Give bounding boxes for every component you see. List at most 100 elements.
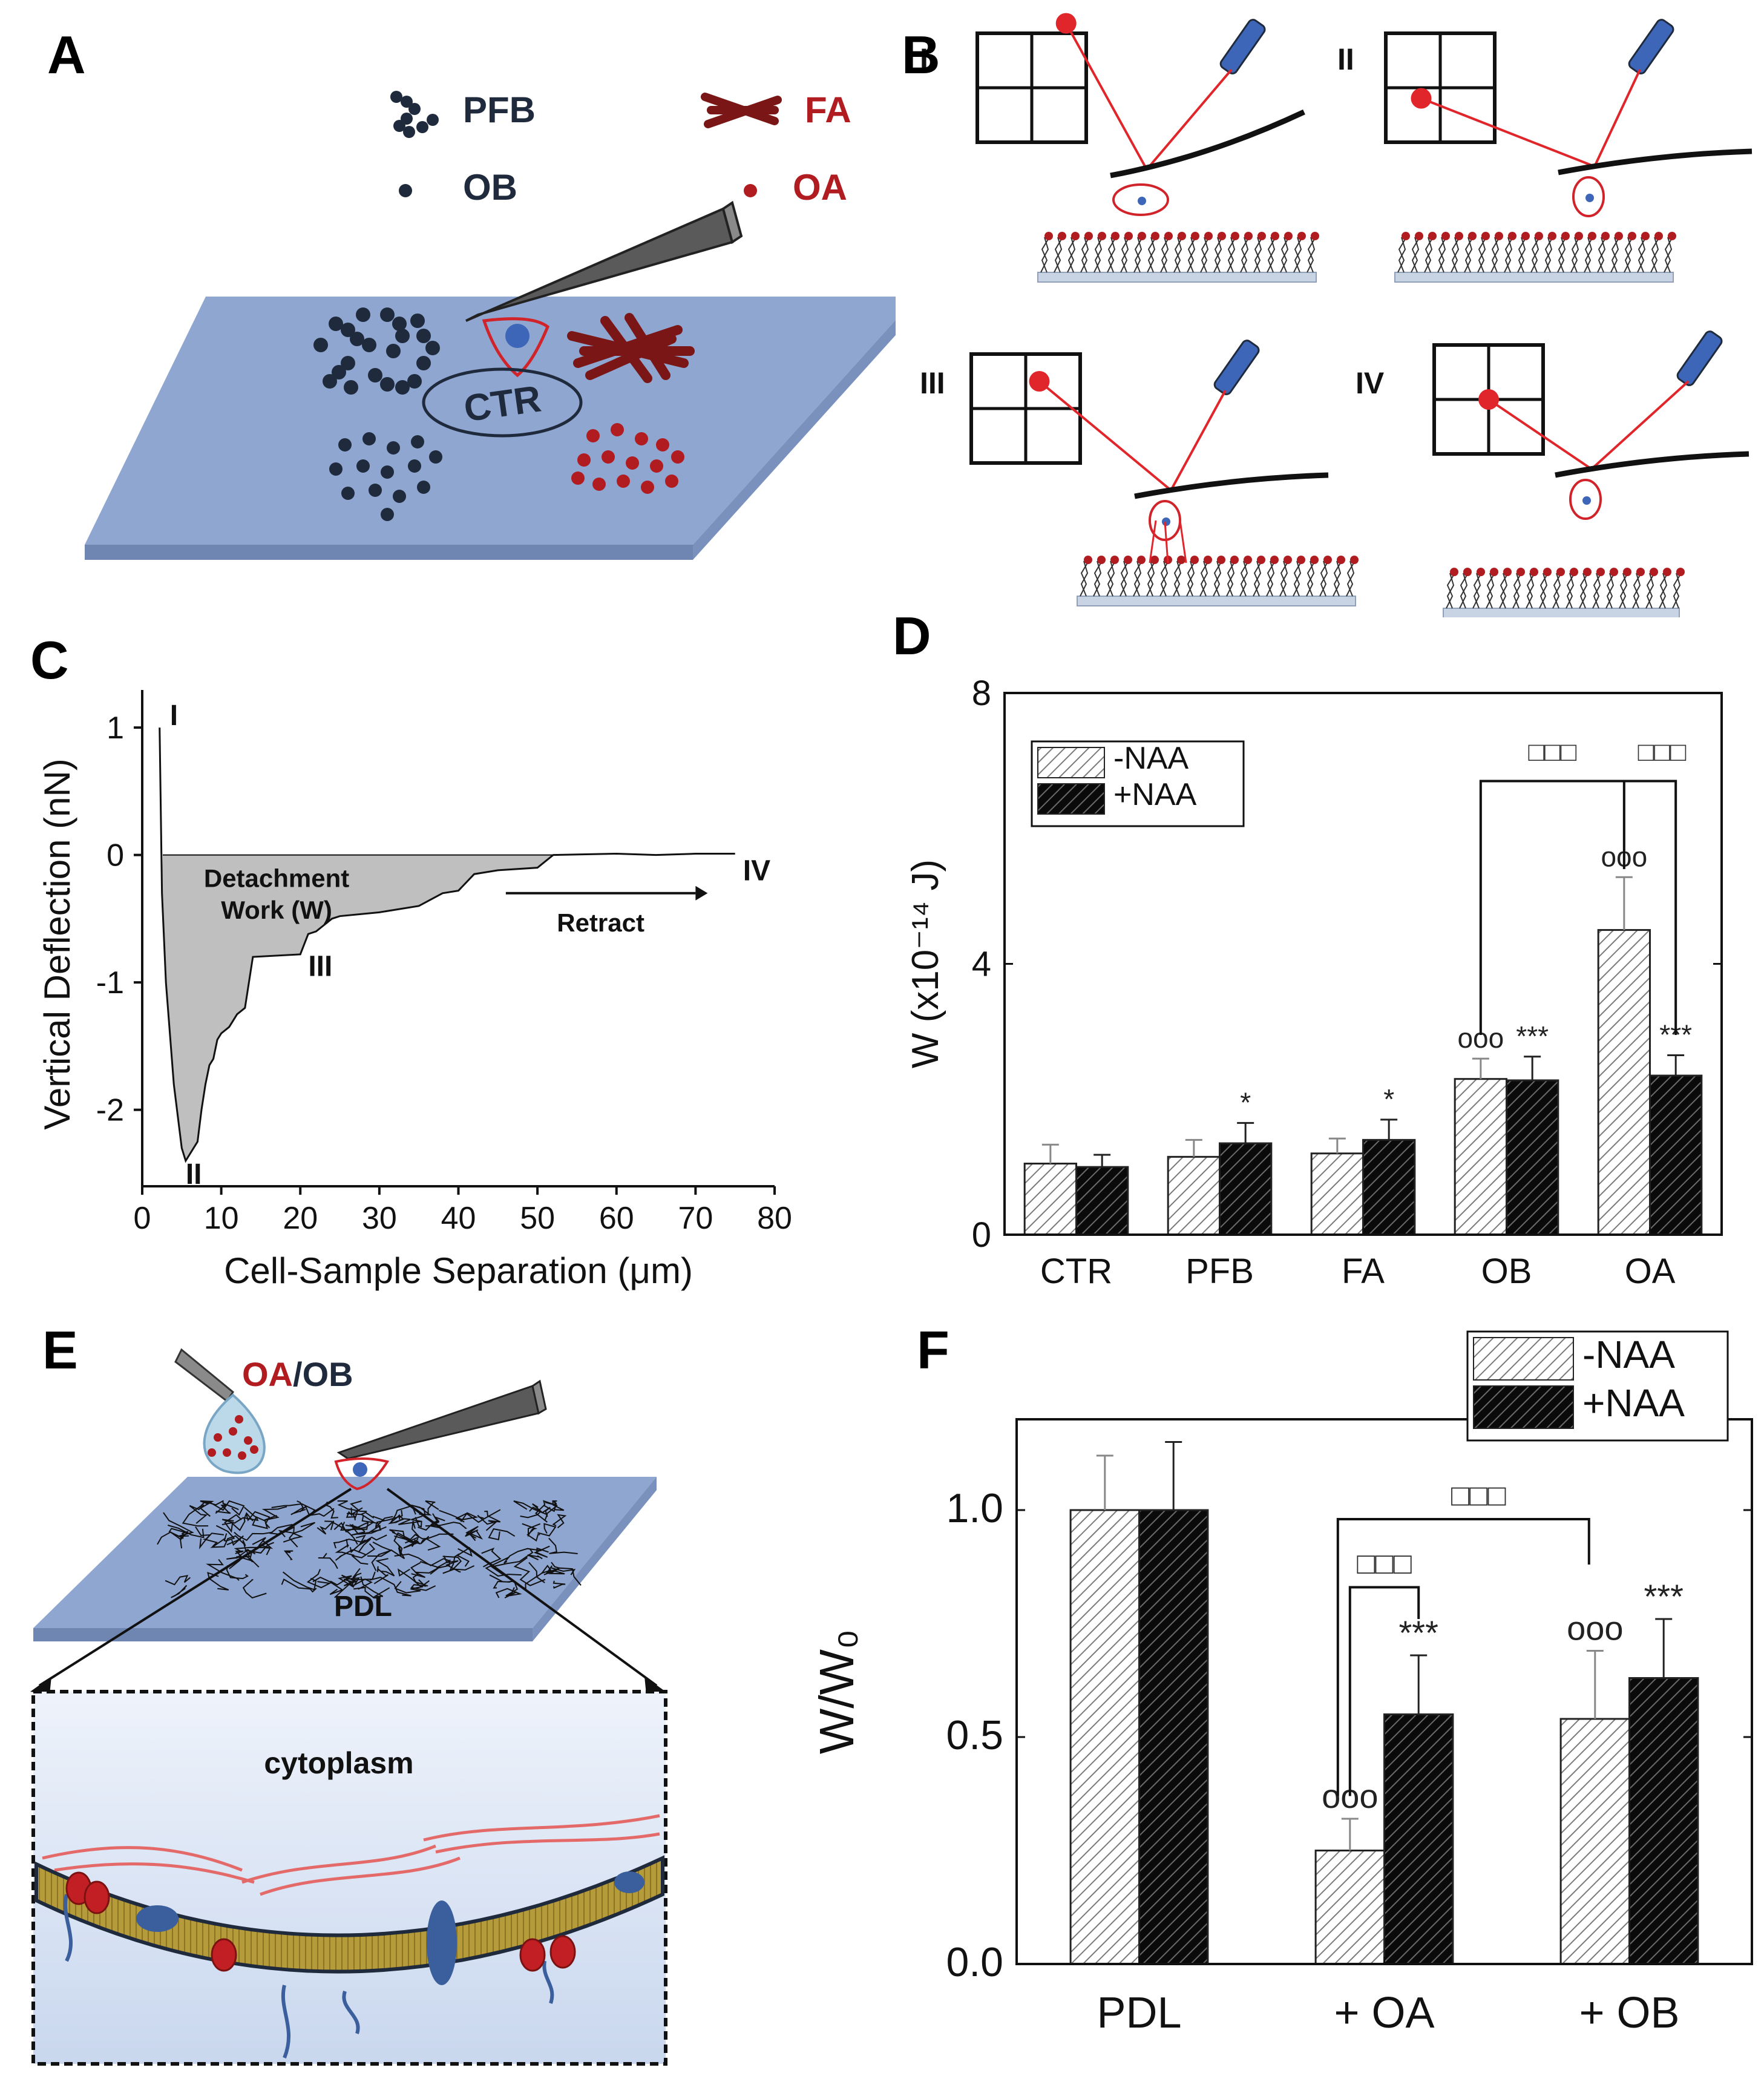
legend-entry: -NAA (1582, 1333, 1675, 1376)
x-axis-label: Cell-Sample Separation (μm) (224, 1250, 693, 1291)
substrate (1394, 272, 1674, 283)
bar-plus-naa (1383, 1713, 1454, 1965)
pdl-strand (488, 1528, 516, 1541)
legend-entry: +NAA (1113, 777, 1197, 812)
reflected-beam (1420, 97, 1595, 168)
surface-group (1402, 232, 1410, 240)
pdl-strand (189, 1504, 208, 1524)
surface-group (1468, 232, 1477, 240)
laser-spot (1411, 88, 1432, 109)
pdl-strand (425, 1500, 439, 1514)
legend-swatch (1473, 1385, 1574, 1429)
pdl-strand (375, 1558, 395, 1577)
pdl-strand (527, 1554, 543, 1561)
pdl-strand (431, 1513, 445, 1523)
category-label: PDL (1097, 1989, 1181, 2037)
pdl-strand (373, 1566, 389, 1585)
pdl-strand (537, 1523, 557, 1537)
surface-group (1084, 232, 1093, 240)
pdl-strand (410, 1579, 436, 1591)
pdl-strand (419, 1559, 451, 1569)
legend-ob: OB (463, 167, 517, 208)
surface-group (1311, 232, 1319, 240)
surface-group (1477, 568, 1485, 576)
legend-swatch (1037, 783, 1105, 815)
laser-icon (1219, 19, 1266, 74)
bar-minus-naa (1454, 1078, 1507, 1236)
y-tick-label: 0 (972, 1215, 991, 1255)
surface-group (1654, 232, 1663, 240)
pdl-strand (252, 1537, 274, 1549)
pdl-strand (281, 1578, 317, 1593)
y-axis-label: Vertical Deflection (nN) (37, 758, 77, 1130)
pdl-strand (477, 1514, 497, 1531)
pdl-strand (165, 1575, 191, 1586)
surface-group (1124, 556, 1132, 564)
surface-group (1596, 568, 1605, 576)
substrate (1077, 596, 1356, 606)
panel-f-label: F (917, 1320, 949, 1380)
significance-mark: ooo (1567, 1609, 1623, 1647)
surface-group (1150, 556, 1159, 564)
pdl-strand (350, 1571, 376, 1581)
laser-spot (1055, 13, 1077, 34)
pdl-strand (357, 1525, 387, 1535)
cell-nucleus (505, 324, 530, 348)
pdl-strand (283, 1550, 293, 1560)
cell-nucleus (1138, 197, 1146, 205)
pdl-strand (215, 1525, 235, 1542)
surface-group (1490, 568, 1498, 576)
polymer-brush (1446, 573, 1682, 609)
bracket-oa-naa (1348, 1586, 1420, 1796)
zoom-line-left (38, 1488, 352, 1687)
laser-icon (1676, 330, 1723, 386)
pdl-strand (202, 1500, 239, 1511)
significance-mark: *** (1516, 1020, 1549, 1052)
pdl-strand (335, 1539, 355, 1556)
cell-nucleus (1162, 517, 1170, 526)
laser-beam (1593, 69, 1641, 167)
surface-group (1628, 232, 1636, 240)
pdl-strand (369, 1577, 411, 1597)
x-tick-label: 50 (520, 1201, 555, 1236)
pdl-strand (242, 1578, 267, 1599)
polymer-brush (1080, 560, 1356, 597)
pdl-strand (392, 1531, 419, 1549)
surface-group (1178, 232, 1186, 240)
pdl-strand (548, 1537, 578, 1554)
pdl-strand (371, 1542, 393, 1571)
cantilever (1558, 148, 1753, 176)
surface-group (1231, 232, 1239, 240)
pdl-strand (316, 1520, 335, 1535)
annotation-iv: IV (743, 855, 770, 887)
bar-plus-naa (1075, 1166, 1129, 1236)
y-tick-label: 4 (972, 945, 991, 984)
pdl-strand (202, 1532, 225, 1548)
pdl-strand (484, 1510, 501, 1523)
surface-group (1530, 568, 1538, 576)
pdl-strand (411, 1567, 439, 1578)
surface-group (1111, 232, 1120, 240)
pdl-strand (337, 1500, 367, 1512)
pdl-strand (522, 1523, 541, 1537)
bar-minus-naa (1559, 1718, 1630, 1965)
category-label: FA (1342, 1252, 1385, 1291)
surface-group (1297, 556, 1305, 564)
bracket-mark: □□□ (1528, 737, 1576, 767)
surface-group (1244, 556, 1252, 564)
pdl-strand (360, 1576, 390, 1597)
stage-3: III (920, 340, 1359, 606)
oa-cluster (571, 423, 684, 494)
panel-a: A PFB OB FA OA CTR (0, 0, 917, 581)
pdl-strand (312, 1576, 344, 1595)
x-tick-label: 60 (599, 1201, 634, 1236)
pdl-strand (370, 1509, 403, 1532)
y-axis-label: W/W₀ (810, 1629, 864, 1754)
significance-mark: *** (1644, 1577, 1684, 1615)
category-label: OB (1481, 1252, 1532, 1291)
cell-outline (482, 317, 550, 378)
legend-swatch (1473, 1337, 1574, 1381)
surface-group (1084, 556, 1092, 564)
